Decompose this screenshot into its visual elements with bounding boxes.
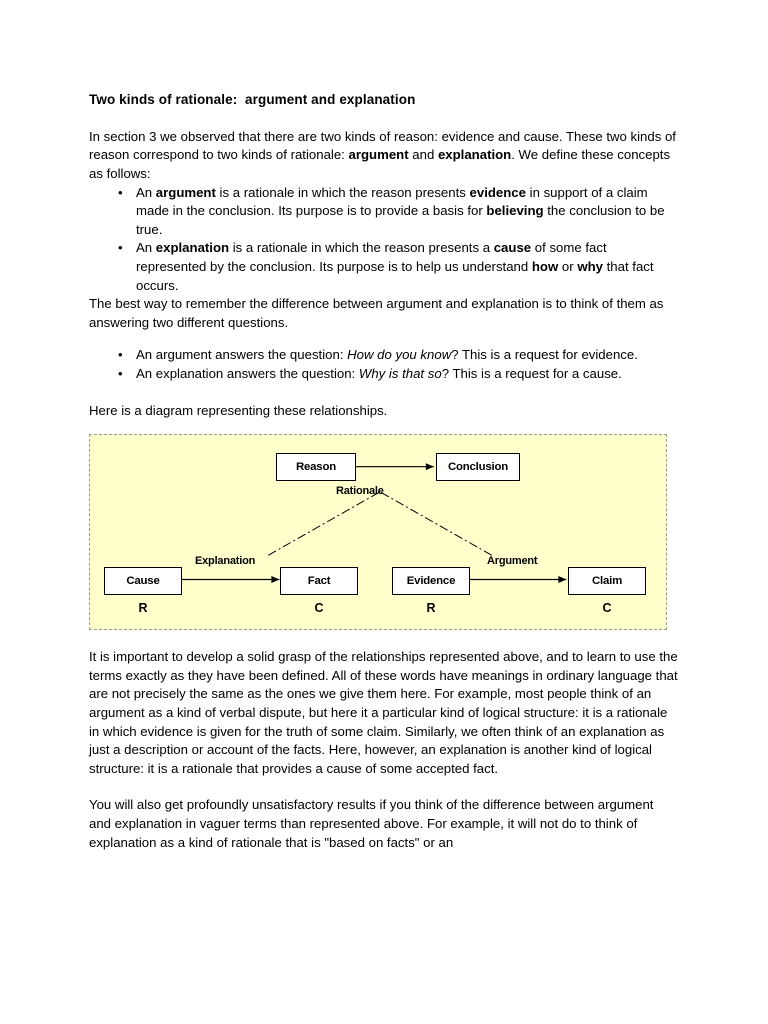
document-page: Two kinds of rationale: argument and exp… [89,0,679,852]
intro-paragraph: In section 3 we observed that there are … [89,128,679,184]
node-fact: Fact [280,567,358,596]
label-argument: Argument [487,555,538,568]
rationale-diagram: Reason Conclusion Rationale Explanation … [89,434,667,631]
def-2-mid-2: of some fact represented by the conclusi… [136,240,607,275]
def-2-mid-1: is a rationale in which the reason prese… [229,240,494,256]
role-letter-evidence: R [426,601,436,616]
intro-text-1: In section 3 we observed that there are … [89,128,676,163]
def-2-tail: that fact occurs. [136,259,654,293]
arrowhead-conclusion [425,463,434,471]
def-1-term-2: evidence [469,184,526,200]
label-rationale: Rationale [336,485,384,498]
q-1-tail: ? This is a request for evidence. [451,347,638,363]
bullet-icon: • [118,240,123,256]
list-item: • An explanation answers the question: Wh… [89,365,679,384]
intro-bold-argument: argument [348,147,409,163]
q-1-pre: An argument answers the question: [136,347,348,363]
node-claim: Claim [568,567,646,596]
q-1-italic: How do you know [347,347,452,363]
bullet-icon: • [118,184,123,200]
def-2-mid-3: or [558,259,578,275]
branch-line-argument [380,492,493,557]
list-item: • An argument is a rationale in which the… [89,184,679,240]
diagram-lead-paragraph: Here is a diagram representing these rel… [89,402,388,418]
intro-text-2: and [408,147,438,163]
def-2-pre: An [136,240,156,256]
def-2-term-2: cause [493,240,532,256]
intro-bold-explanation: explanation [437,147,512,163]
label-explanation: Explanation [195,555,256,568]
def-1-term-3: believing [486,203,544,219]
node-cause: Cause [104,567,182,596]
list-item: • An argument answers the question: How d… [89,346,679,365]
node-reason: Reason [276,453,356,482]
intro-text-3: . We define these concepts as follows: [89,147,671,182]
best-way-paragraph: The best way to remember the difference … [89,296,664,330]
bullet-icon: • [118,347,123,363]
def-2-term: explanation [155,240,230,256]
q-2-pre: An explanation answers the question: [136,366,359,381]
def-1-tail: the conclusion to be true. [136,203,665,237]
role-letter-fact: C [314,601,324,616]
bullet-icon: • [118,366,123,381]
arrowhead-fact [271,576,280,584]
node-evidence: Evidence [392,567,470,596]
list-item: • An explanation is a rationale in which … [89,239,679,295]
role-letter-claim: C [602,601,612,616]
closing-paragraph: It is important to develop a solid grasp… [89,649,678,776]
role-letter-cause: R [138,601,148,616]
page-title: Two kinds of rationale: argument and exp… [89,92,416,107]
node-conclusion: Conclusion [436,453,520,482]
def-2-term-4: why [577,259,603,275]
diagram-connectors [181,463,567,584]
q-2-tail: ? This is a request for a cause. [441,366,622,381]
def-1-mid-1: is a rationale in which the reason prese… [215,184,470,200]
questions-list: • An argument answers the question: How d… [89,346,679,383]
q-2-italic: Why is that so [358,366,442,381]
definitions-list: • An argument is a rationale in which the… [89,184,679,296]
arrowhead-claim [558,576,567,584]
branch-line-explanation [267,492,380,557]
final-paragraph: You will also get profoundly unsatisfact… [89,797,654,850]
def-1-pre: An [136,184,156,200]
def-1-term: argument [155,184,216,200]
def-2-term-3: how [531,259,559,275]
def-1-mid-2: in support of a claim made in the conclu… [136,184,648,219]
